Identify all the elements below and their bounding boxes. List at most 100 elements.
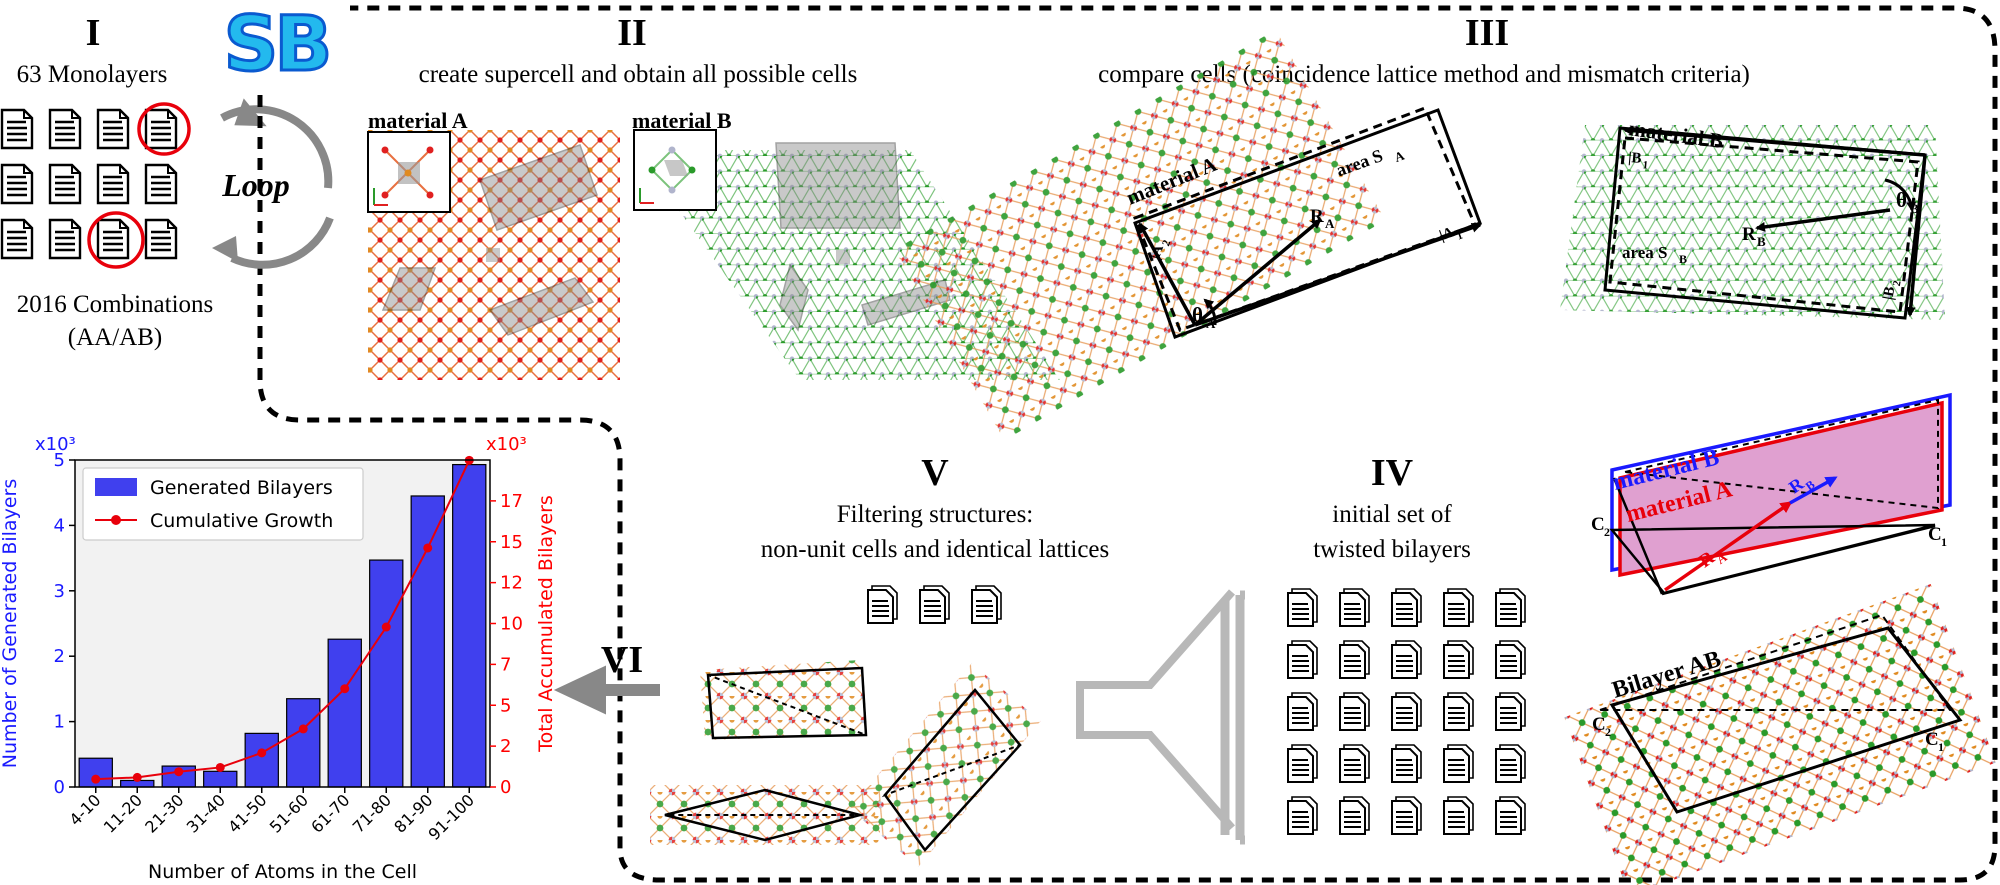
- svg-text:area S: area S: [1622, 243, 1668, 262]
- y-right-tick-label: 12: [500, 573, 523, 594]
- document-icon: [1287, 744, 1318, 783]
- document-icon: [1391, 744, 1422, 783]
- c1-label-bilayer: C 1: [1925, 729, 1944, 754]
- y-right-tick-label: 5: [500, 695, 511, 716]
- document-icon: [1391, 692, 1422, 731]
- cumulative-point-41-50: [257, 748, 267, 758]
- cumulative-point-21-30: [174, 767, 184, 777]
- svg-text:θ: θ: [1896, 188, 1907, 212]
- x-tick-label: 41-50: [224, 790, 270, 836]
- bar-91-100: [452, 463, 487, 788]
- svg-text:2: 2: [1891, 279, 1904, 287]
- panel-i: I 63 Monolayers 2016 Combinations (AA/AB…: [0, 12, 334, 351]
- aa-ab-label: (AA/AB): [68, 324, 162, 351]
- svg-text:|B: |B: [1627, 150, 1642, 167]
- numeral-i: I: [86, 12, 101, 54]
- document-icon: [1443, 744, 1474, 783]
- cumulative-point-71-80: [381, 622, 391, 632]
- svg-text:C: C: [1928, 524, 1942, 545]
- monolayer-documents: [0, 102, 191, 269]
- svg-text:B: B: [1910, 201, 1919, 216]
- svg-text:A: A: [1392, 147, 1407, 165]
- cumulative-point-61-70: [340, 684, 350, 694]
- stacked-cell-schematic: material B material A R A R B C 2 C 1: [1591, 392, 1952, 596]
- document-icon: [1287, 692, 1318, 731]
- area-sb-label: area S B: [1622, 243, 1687, 266]
- sb-logo: SB: [212, 0, 342, 90]
- y-tick-label: 5: [54, 450, 65, 471]
- rb-label-iii: R B: [1742, 224, 1766, 249]
- x-tick-label: 71-80: [349, 790, 395, 836]
- loop-icon: Loop: [212, 98, 334, 269]
- y-right-tick-label: 17: [500, 491, 523, 512]
- document-icon: [1339, 692, 1370, 731]
- document-icon: [1495, 796, 1526, 835]
- y-tick-label: 2: [54, 646, 65, 667]
- legend-swatch-marker: [111, 515, 121, 525]
- document-icon: [1339, 744, 1370, 783]
- panel-vi: VI: [553, 639, 660, 715]
- x-tick-label: 4-10: [65, 790, 104, 829]
- panel-ii-caption: create supercell and obtain all possible…: [419, 61, 858, 88]
- bilayer-ab-crystal: Bilayer AB C 2 C 1: [1564, 584, 1996, 885]
- bilayer-chart: 0123450257101215174-1011-2021-3031-4041-…: [0, 434, 557, 883]
- c2-label: C 2: [1591, 514, 1610, 539]
- svg-text:|A: |A: [1437, 224, 1456, 244]
- monolayers-label: 63 Monolayers: [17, 61, 168, 88]
- document-icon: [1339, 796, 1370, 835]
- svg-text:B: B: [1757, 234, 1766, 249]
- filter-funnel-icon: [1076, 589, 1245, 845]
- svg-text:θ: θ: [1192, 303, 1203, 327]
- svg-text:R: R: [1742, 224, 1756, 245]
- document-icon: [1443, 640, 1474, 679]
- svg-text:1: 1: [1941, 535, 1947, 549]
- svg-text:B: B: [1679, 252, 1687, 266]
- y-right-tick-label: 0: [500, 777, 511, 798]
- y-multiplier: x10³: [35, 434, 76, 455]
- cumulative-point-51-60: [298, 724, 308, 734]
- svg-text:A: A: [1206, 316, 1216, 331]
- twisted-bilayer-documents: [1287, 588, 1526, 835]
- cumulative-point-11-20: [132, 772, 142, 782]
- document-icon: [1495, 692, 1526, 731]
- legend-label-bars: Generated Bilayers: [150, 477, 333, 499]
- y-right-tick-label: 2: [500, 736, 511, 757]
- arrow-to-chart: [553, 665, 660, 715]
- numeral-vi: VI: [601, 639, 643, 681]
- svg-text:R: R: [1310, 206, 1324, 227]
- panel-v-caption-2: non-unit cells and identical lattices: [761, 536, 1110, 563]
- combinations-label: 2016 Combinations: [17, 291, 214, 318]
- svg-text:2: 2: [1604, 525, 1610, 539]
- x-tick-label: 11-20: [100, 790, 146, 836]
- document-icon: [1391, 640, 1422, 679]
- document-icon: [1495, 588, 1526, 627]
- bar-31-40: [203, 770, 238, 788]
- svg-text:|A: |A: [1147, 243, 1167, 262]
- bar-81-90: [410, 495, 445, 788]
- document-icon: [1287, 588, 1318, 627]
- y-tick-label: 1: [54, 712, 65, 733]
- svg-text:|B: |B: [1880, 285, 1898, 301]
- document-icon: [1443, 588, 1474, 627]
- numeral-ii: II: [617, 12, 647, 54]
- loop-label: Loop: [221, 167, 290, 203]
- bar-61-70: [327, 638, 362, 788]
- document-icon: [1287, 640, 1318, 679]
- theta-b-label: θ B: [1896, 188, 1919, 216]
- numeral-iii: III: [1465, 12, 1509, 54]
- y-tick-label: 0: [54, 777, 65, 798]
- document-icon: [1443, 692, 1474, 731]
- cumulative-line: [95, 459, 471, 781]
- svg-text:C: C: [1591, 514, 1605, 535]
- svg-text:2: 2: [1160, 238, 1173, 248]
- document-icon: [1287, 796, 1318, 835]
- filtered-structure-3: [849, 663, 1041, 867]
- filtered-structure-2: [650, 785, 880, 845]
- x-tick-label: 91-100: [425, 790, 479, 844]
- panel-iv-caption-1: initial set of: [1332, 501, 1452, 528]
- filtered-structure-1: [700, 660, 868, 740]
- material-b-label-ii: material B: [632, 108, 732, 133]
- x-tick-label: 61-70: [307, 790, 353, 836]
- material-b-crystal: [1560, 125, 1945, 320]
- cumulative-point-31-40: [215, 762, 225, 772]
